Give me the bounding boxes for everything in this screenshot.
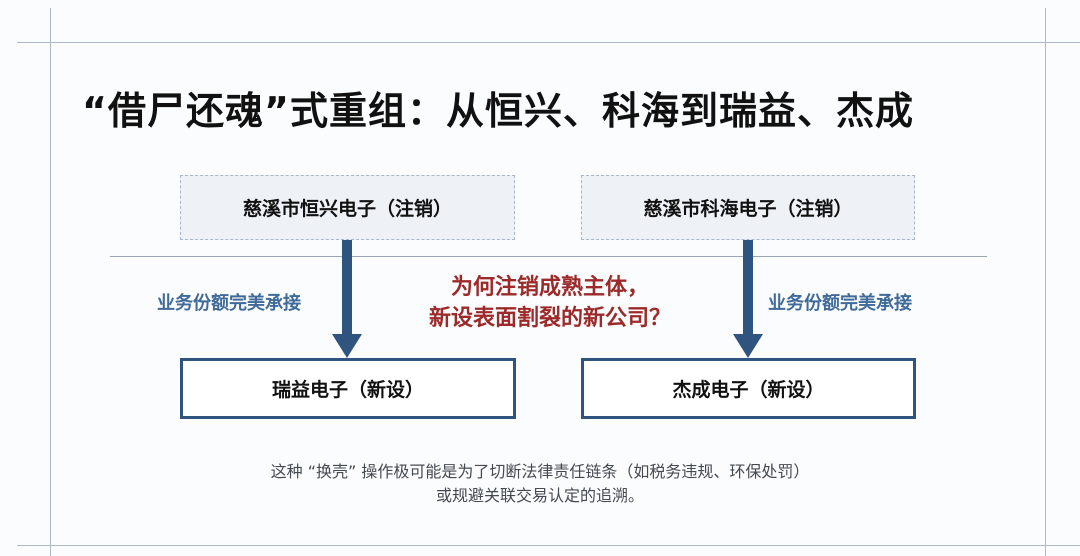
old-entity-box-right: 慈溪市科海电子（注销） [581,175,915,240]
new-entity-label: 杰成电子（新设） [672,379,825,401]
new-entity-box-left: 瑞益电子（新设） [180,358,516,419]
down-arrow-icon [332,240,362,358]
old-entity-label: 慈溪市科海电子（注销） [643,198,853,220]
old-entity-label: 慈溪市恒兴电子（注销） [242,198,452,220]
frame-line-right [1045,8,1046,556]
down-arrow-icon [733,240,763,358]
frame-line-top [17,42,1080,43]
section-divider [110,256,987,257]
flow-label-left: 业务份额完美承接 [157,293,301,314]
flow-label-right: 业务份额完美承接 [768,293,912,314]
frame-line-left [50,8,51,556]
old-entity-box-left: 慈溪市恒兴电子（注销） [180,175,515,240]
frame-line-bottom [17,545,1080,546]
footnote-line-1: 这种 “换壳” 操作极可能是为了切断法律责任链条（如税务违规、环保处罚） [270,462,810,481]
slide-title: “借尸还魂”式重组：从恒兴、科海到瑞益、杰成 [82,89,914,133]
new-entity-label: 瑞益电子（新设） [271,379,424,401]
key-question: 为何注销成熟主体， 新设表面割裂的新公司？ [380,272,720,334]
footnote-line-2: 或规避关联交易认定的追溯。 [435,486,644,505]
key-question-line-1: 为何注销成熟主体， [450,275,649,300]
footnote: 这种 “换壳” 操作极可能是为了切断法律责任链条（如税务违规、环保处罚） 或规避… [180,460,900,508]
key-question-line-2: 新设表面割裂的新公司？ [428,306,671,331]
new-entity-box-right: 杰成电子（新设） [581,358,916,419]
